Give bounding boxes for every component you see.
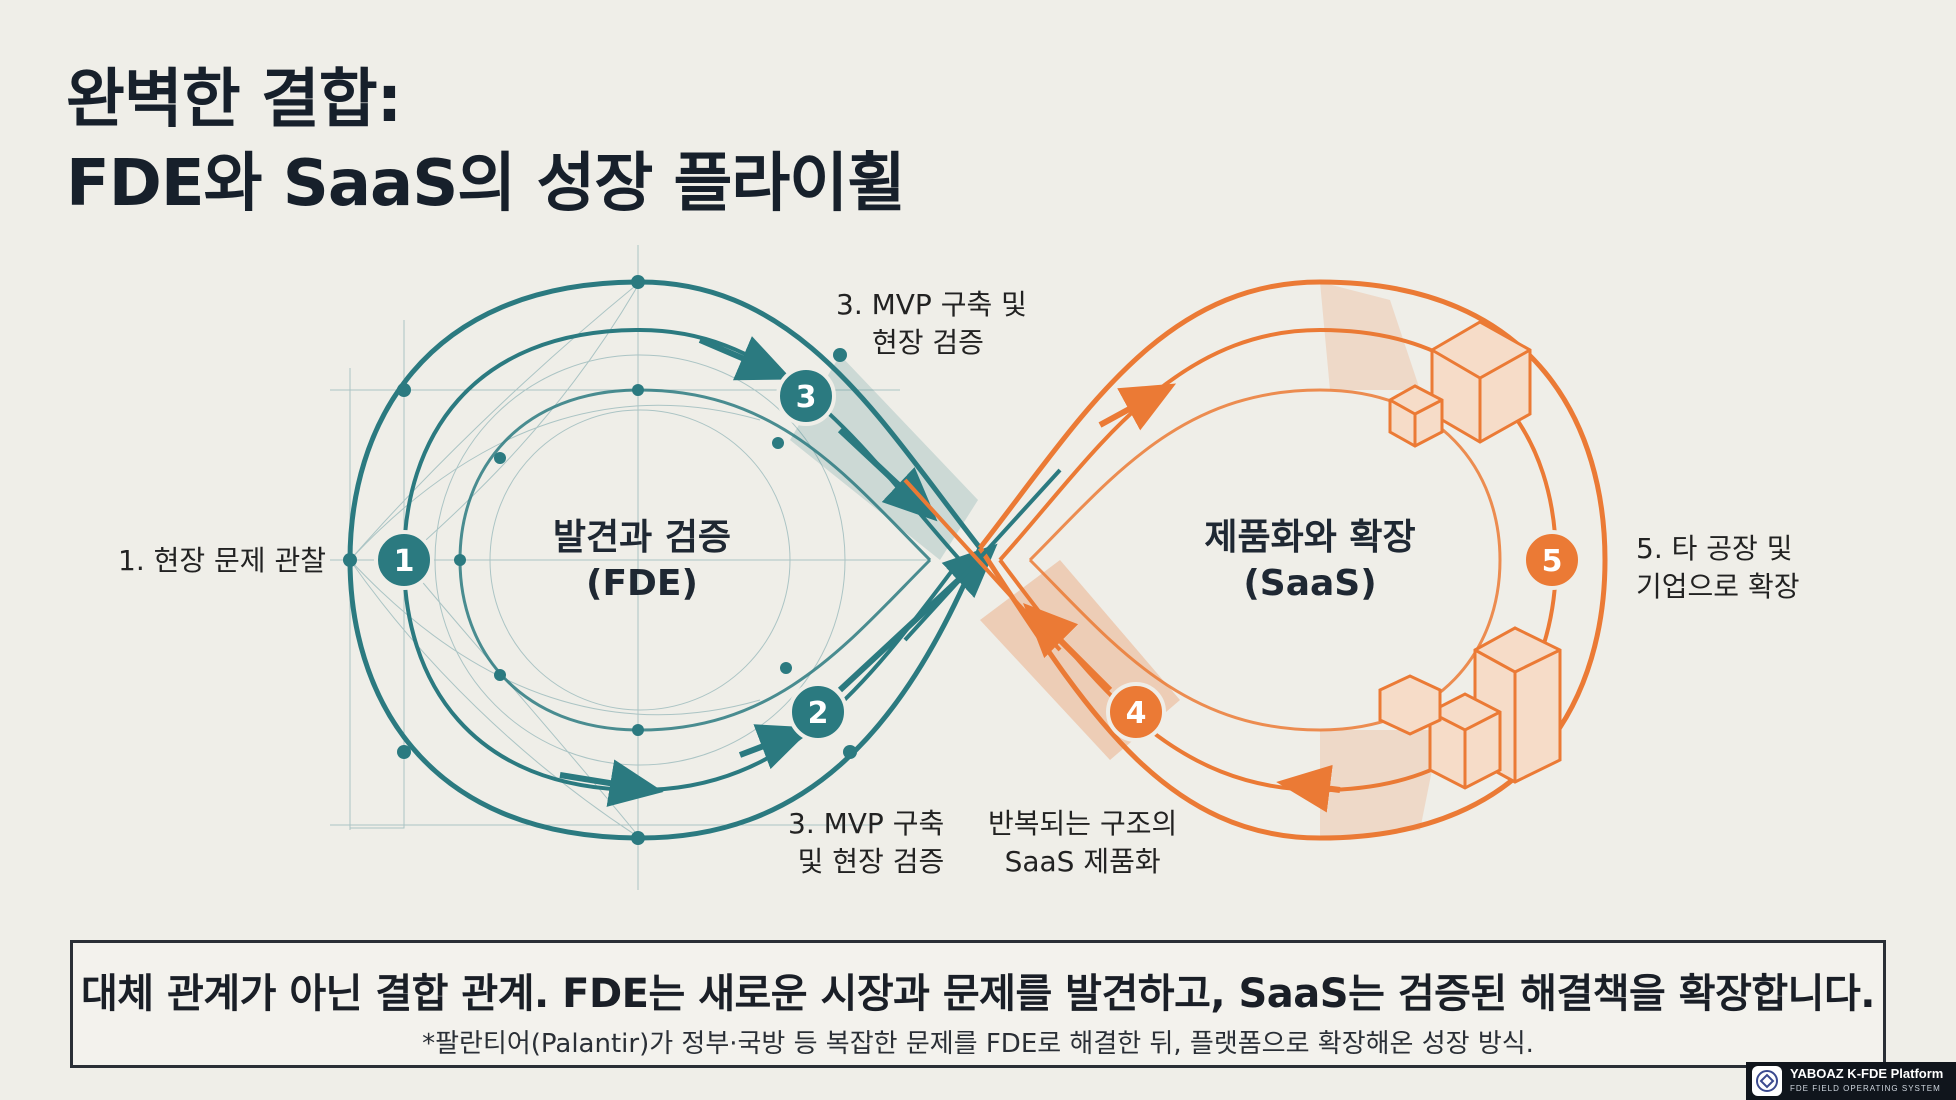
brand-badge: YABOAZ K-FDE Platform FDE FIELD OPERATIN… — [1746, 1062, 1956, 1100]
step-3-label-line1: 3. MVP 구축 및 — [836, 288, 1027, 321]
right-loop-label: 제품화와 확장 (SaaS) — [1190, 515, 1430, 607]
step-4-label-line2: SaaS 제품화 — [1004, 845, 1161, 878]
left-loop-label-line1: 발견과 검증 — [552, 517, 732, 558]
title-line-2: FDE와 SaaS의 성장 플라이휠 — [66, 147, 906, 221]
step-marker-3: 3 — [776, 366, 836, 426]
step-2-label: 3. MVP 구축 및 현장 검증 — [788, 805, 944, 881]
right-loop-label-line1: 제품화와 확장 — [1204, 517, 1416, 558]
step-5-number: 5 — [1542, 544, 1563, 579]
step-2-label-line1: 3. MVP 구축 — [788, 807, 945, 840]
callout-main-text: 대체 관계가 아닌 결합 관계. FDE는 새로운 시장과 문제를 발견하고, … — [81, 971, 1875, 1017]
step-5-label-line2: 기업으로 확장 — [1636, 570, 1800, 603]
step-4-label: 반복되는 구조의 SaaS 제품화 — [988, 805, 1177, 881]
page-title: 완벽한 결합: FDE와 SaaS의 성장 플라이휠 — [66, 58, 906, 226]
step-marker-2: 2 — [788, 682, 848, 742]
step-5-label-line1: 5. 타 공장 및 — [1636, 532, 1793, 565]
brand-logo-icon — [1752, 1066, 1782, 1096]
summary-callout: 대체 관계가 아닌 결합 관계. FDE는 새로운 시장과 문제를 발견하고, … — [70, 940, 1886, 1068]
step-marker-1: 1 — [374, 530, 434, 590]
callout-footnote: *팔란티어(Palantir)가 정부·국방 등 복잡한 문제를 FDE로 해결… — [422, 1029, 1534, 1059]
step-4-label-line1: 반복되는 구조의 — [988, 807, 1178, 840]
step-3-label: 3. MVP 구축 및 현장 검증 — [836, 286, 1027, 362]
right-loop-label-line2: (SaaS) — [1243, 563, 1377, 604]
step-5-label: 5. 타 공장 및 기업으로 확장 — [1636, 530, 1799, 606]
step-marker-5: 5 — [1522, 530, 1582, 590]
step-3-label-line2: 현장 검증 — [872, 326, 984, 359]
step-1-number: 1 — [394, 544, 415, 579]
brand-name: YABOAZ K-FDE Platform — [1790, 1066, 1944, 1081]
right-loop-saas — [977, 279, 1608, 841]
left-loop-label-line2: (FDE) — [586, 563, 698, 604]
step-2-number: 2 — [808, 696, 829, 731]
left-loop-label: 발견과 검증 (FDE) — [532, 515, 752, 607]
brand-subtitle: FDE FIELD OPERATING SYSTEM — [1790, 1084, 1941, 1093]
step-marker-4: 4 — [1106, 682, 1166, 742]
construction-lines — [330, 245, 930, 890]
step-4-number: 4 — [1126, 696, 1147, 731]
step-2-label-line2: 및 현장 검증 — [797, 845, 945, 878]
step-1-label: 1. 현장 문제 관찰 — [118, 544, 326, 577]
step-3-number: 3 — [796, 380, 817, 415]
center-crossing — [903, 468, 1062, 652]
title-line-1: 완벽한 결합: — [66, 63, 402, 137]
